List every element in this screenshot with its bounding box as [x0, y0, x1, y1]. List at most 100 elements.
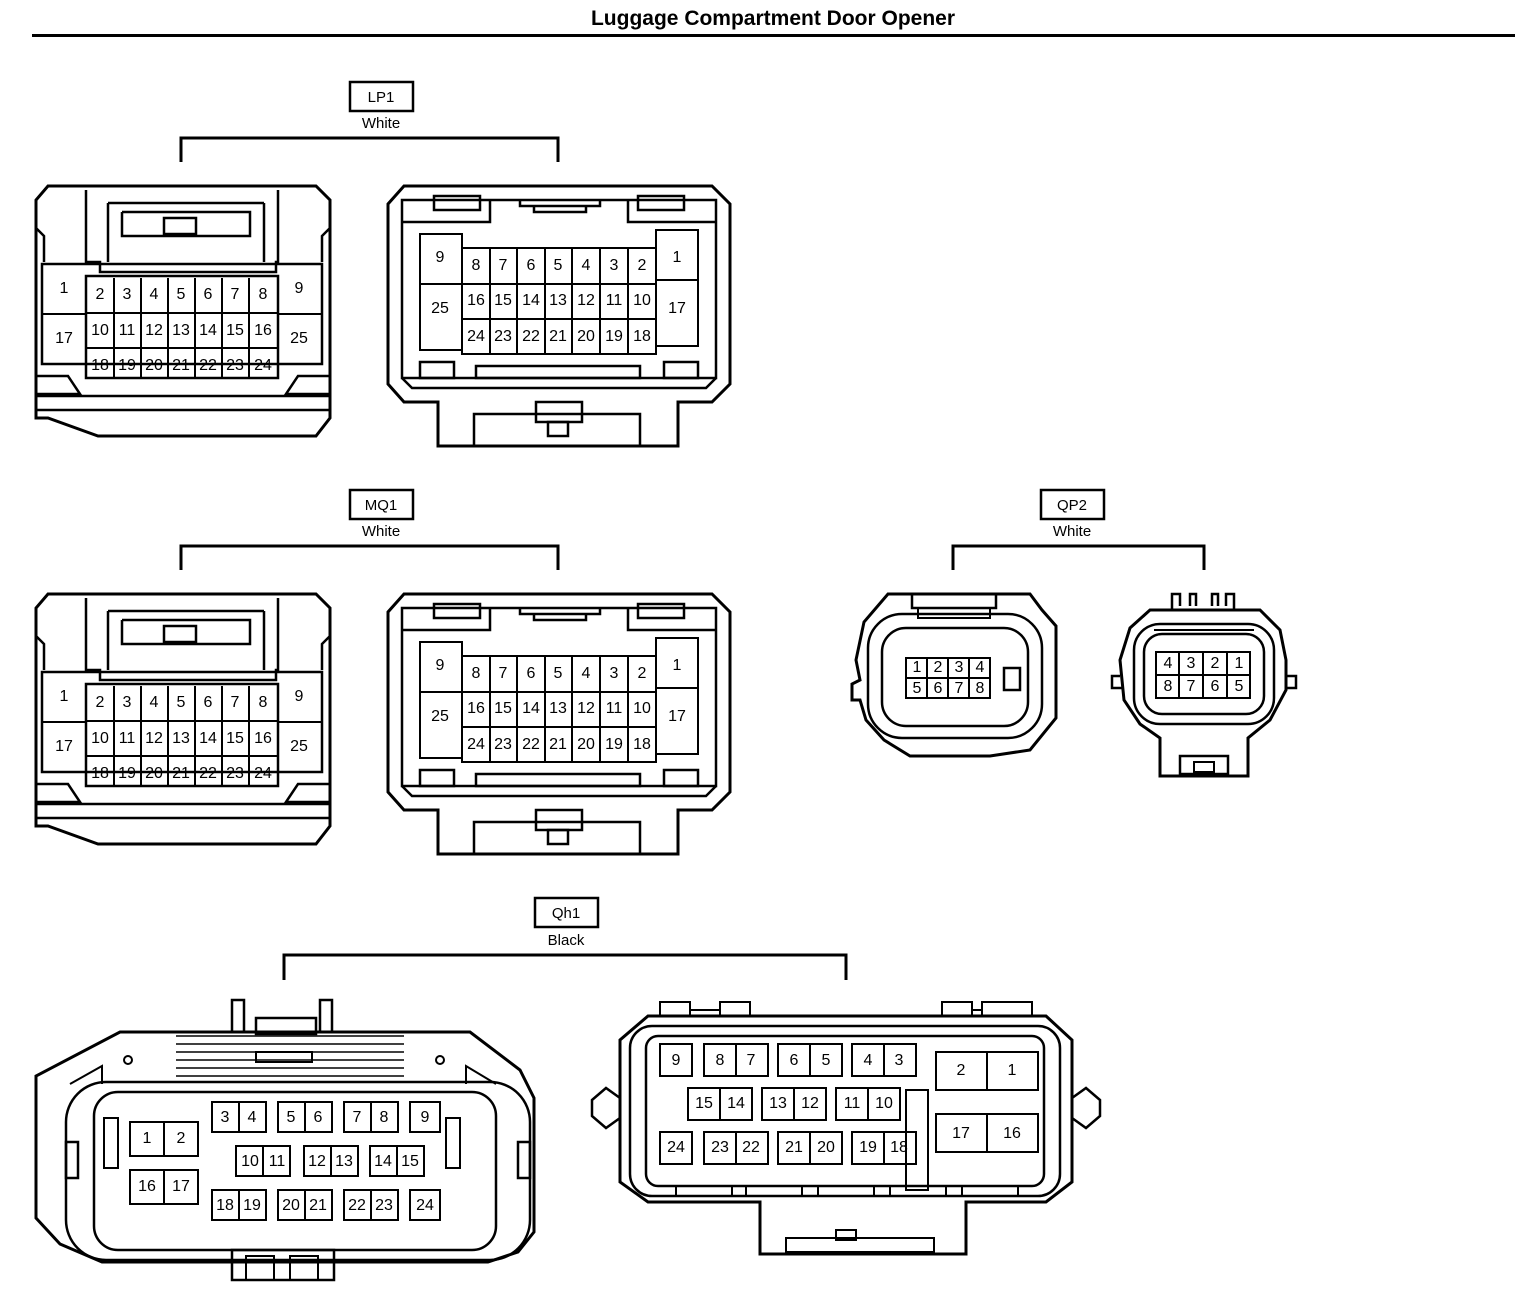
qh1-male-pin: 7 [747, 1052, 756, 1069]
qp2-female-pin: 4 [976, 659, 985, 676]
qh1-female-pin: 11 [269, 1153, 286, 1170]
lp1-male-pin: 9 [436, 249, 445, 266]
mq1-male-pin: 11 [606, 700, 623, 717]
lp1-female-pin: 10 [91, 322, 109, 339]
lp1-female-grid [42, 278, 322, 378]
lp1-female-pin: 16 [254, 322, 272, 339]
qh1-male-pin: 15 [695, 1095, 713, 1112]
mq1-male-pin: 3 [610, 665, 619, 682]
lp1-female-pin: 1 [60, 280, 69, 297]
lp1-female-pin: 24 [254, 357, 272, 374]
lp1-female-pin: 25 [290, 330, 308, 347]
qp2-color-label: White [1053, 523, 1091, 540]
lp1-female-pin: 8 [259, 286, 268, 303]
mq1-female-pin: 18 [91, 765, 109, 782]
qh1-male-pin: 24 [667, 1139, 685, 1156]
mq1-female-pin: 6 [204, 694, 213, 711]
qh1-male-pin: 10 [875, 1095, 893, 1112]
qh1-male-pin: 23 [711, 1139, 729, 1156]
qp2-female-pin: 1 [913, 659, 922, 676]
qh1-female-pin: 7 [353, 1109, 362, 1126]
lp1-female-pin: 12 [145, 322, 163, 339]
qh1-male-pin: 12 [801, 1095, 819, 1112]
mq1-female-pin: 12 [145, 730, 163, 747]
mq1-female-pin: 1 [60, 688, 69, 705]
lp1-female-pin: 5 [177, 286, 186, 303]
mq1-female-pin: 5 [177, 694, 186, 711]
lp1-male-pin: 2 [638, 257, 647, 274]
mq1-female-pin: 7 [231, 694, 240, 711]
qh1-female-pin: 9 [421, 1109, 430, 1126]
lp1-female-pin: 18 [91, 357, 109, 374]
qp2-male-grid [1155, 651, 1251, 699]
lp1-male-pin: 21 [549, 328, 567, 345]
qp2-female-pin: 8 [976, 680, 985, 697]
lp1-female-pin: 13 [172, 322, 190, 339]
qp2-header [951, 488, 1206, 570]
qh1-female-pin: 4 [248, 1109, 257, 1126]
qh1-male-pin: 20 [817, 1139, 835, 1156]
mq1-male-connector [386, 592, 732, 856]
mq1-male-pin: 20 [577, 736, 595, 753]
lp1-female-pin: 4 [150, 286, 159, 303]
qh1-female-pin: 19 [243, 1197, 261, 1214]
lp1-male-pin: 18 [633, 328, 651, 345]
lp1-male-pin: 17 [668, 300, 686, 317]
mq1-female-grid [42, 686, 322, 786]
qh1-male-pin: 3 [895, 1052, 904, 1069]
qh1-female-pin: 24 [416, 1197, 434, 1214]
lp1-male-pin: 23 [494, 328, 512, 345]
lp1-male-pin: 25 [431, 300, 449, 317]
qp2-female-pin: 6 [934, 680, 943, 697]
mq1-male-pin: 14 [522, 700, 540, 717]
mq1-female-pin: 25 [290, 738, 308, 755]
qh1-male-pin: 8 [716, 1052, 725, 1069]
qh1-male-pin: 5 [822, 1052, 831, 1069]
mq1-male-grid [419, 637, 699, 763]
lp1-female-pin: 17 [55, 330, 73, 347]
mq1-female-pin: 16 [254, 730, 272, 747]
qp2-female-pin: 2 [934, 659, 943, 676]
mq1-male-pin: 22 [522, 736, 540, 753]
qh1-male-pin: 17 [952, 1125, 970, 1142]
lp1-male-pin: 7 [499, 257, 508, 274]
lp1-male-pin: 20 [577, 328, 595, 345]
mq1-male-pin: 15 [494, 700, 512, 717]
lp1-female-pin: 15 [226, 322, 244, 339]
lp1-male-pin: 10 [633, 292, 651, 309]
pin-labels: 1179252101831119412205132161422715238162… [55, 249, 1243, 1214]
lp1-male-pin: 3 [610, 257, 619, 274]
mq1-male-pin: 8 [472, 665, 481, 682]
lp1-male-pin: 13 [549, 292, 567, 309]
qh1-male-pin: 14 [727, 1095, 745, 1112]
lp1-male-pin: 24 [467, 328, 485, 345]
qh1-female-pin: 1 [143, 1130, 152, 1147]
mq1-male-pin: 12 [577, 700, 595, 717]
lp1-female-pin: 9 [295, 280, 304, 297]
qh1-male-pin: 13 [769, 1095, 787, 1112]
mq1-female-pin: 11 [119, 730, 136, 747]
mq1-male-pin: 2 [638, 665, 647, 682]
lp1-female-pin: 21 [172, 357, 190, 374]
mq1-male-pin: 13 [549, 700, 567, 717]
mq1-male-pin: 9 [436, 657, 445, 674]
mq1-male-pin: 7 [499, 665, 508, 682]
qp2-male-connector [1110, 592, 1298, 778]
qp2-female-pin: 5 [913, 680, 922, 697]
mq1-code-label: MQ1 [365, 497, 398, 514]
qh1-female-pin: 6 [314, 1109, 323, 1126]
qp2-male-pin: 4 [1164, 655, 1173, 672]
qh1-female-pin: 17 [172, 1178, 190, 1195]
qh1-female-pin: 16 [138, 1178, 156, 1195]
qh1-female-pin: 15 [401, 1153, 419, 1170]
qh1-female-pin: 21 [309, 1197, 327, 1214]
qh1-female-pin: 5 [287, 1109, 296, 1126]
mq1-female-pin: 15 [226, 730, 244, 747]
mq1-male-pin: 4 [582, 665, 591, 682]
lp1-male-pin: 4 [582, 257, 591, 274]
mq1-male-pin: 17 [668, 708, 686, 725]
title-underline [32, 34, 1515, 37]
mq1-female-pin: 13 [172, 730, 190, 747]
mq1-male-pin: 16 [467, 700, 485, 717]
